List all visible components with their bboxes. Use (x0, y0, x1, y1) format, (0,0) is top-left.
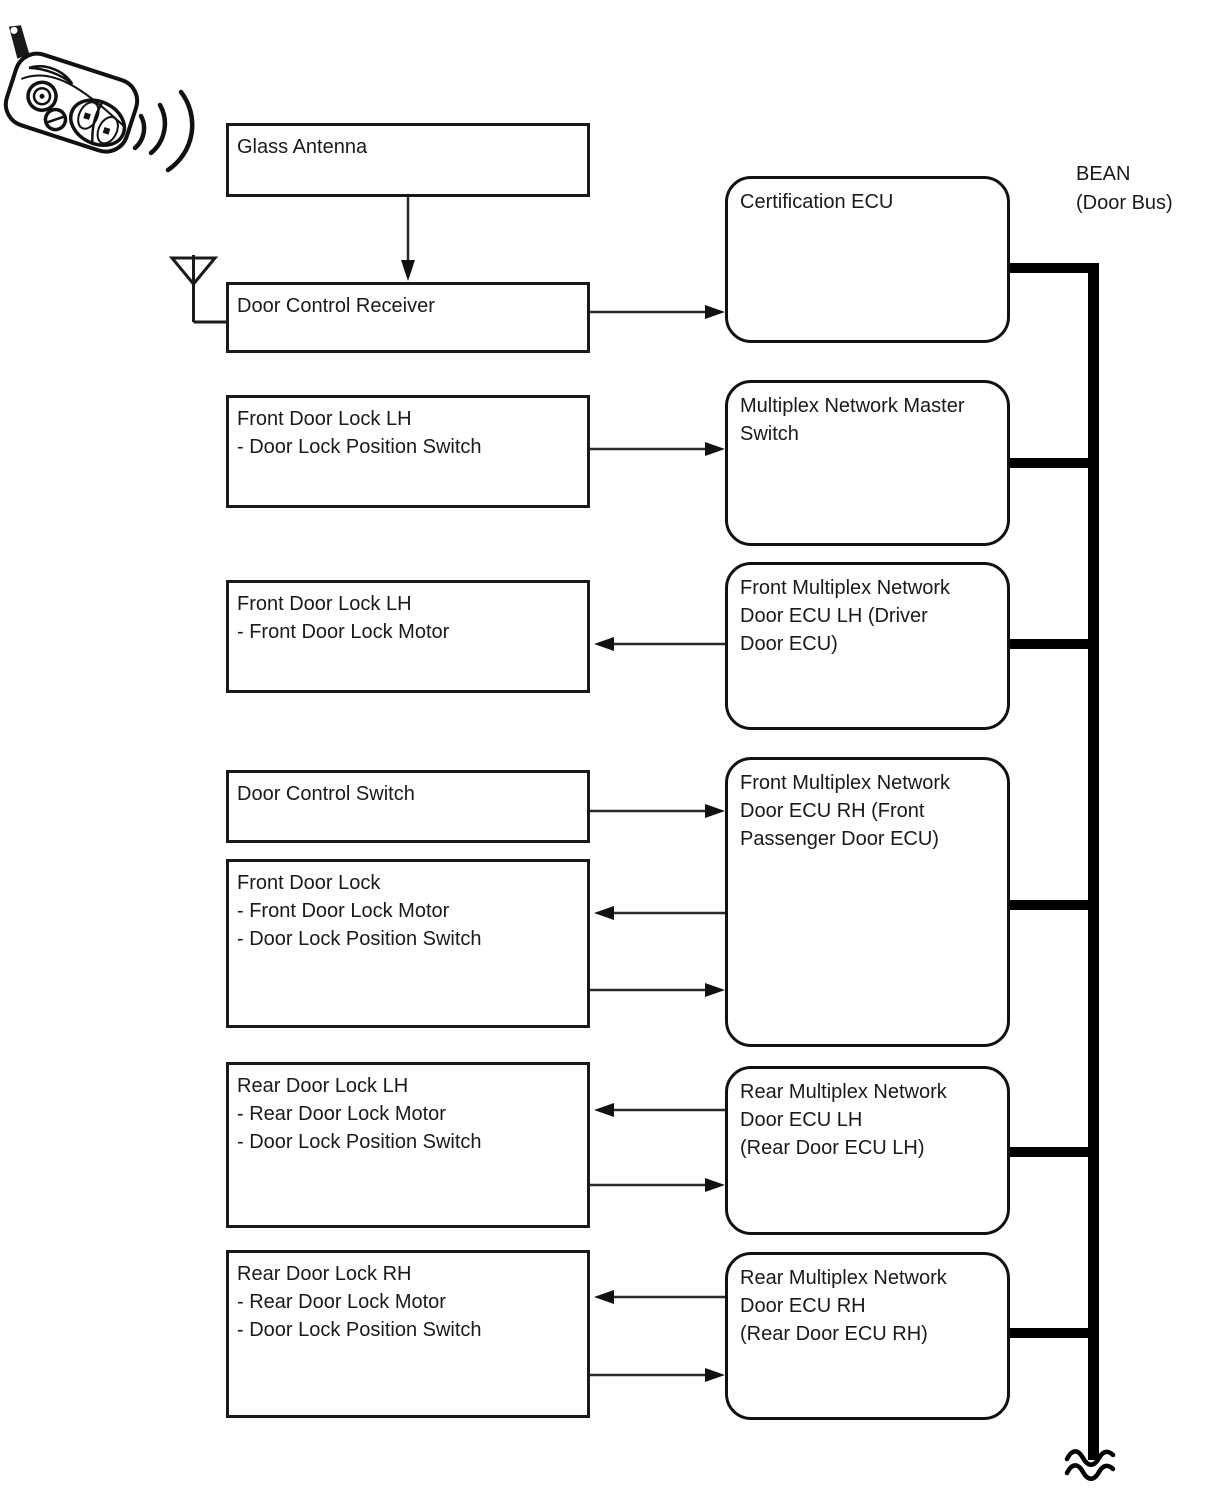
box-label-line: Rear Door Lock RH (237, 1263, 412, 1285)
box-front-door-lock-lh-motor: Front Door Lock LH - Front Door Lock Mot… (226, 580, 590, 693)
box-label-line: - Rear Door Lock Motor (237, 1291, 446, 1313)
box-certification-ecu: Certification ECU (725, 176, 1010, 343)
antenna-icon (168, 255, 227, 324)
arrow-front-ecu-rh-to-front-door-lock (594, 906, 725, 920)
arrow-rear-ecu-rh-to-rear-lock-rh (594, 1290, 725, 1304)
bus-break-icon (1064, 1449, 1116, 1481)
box-label-line: Rear Multiplex Network (740, 1267, 947, 1289)
box-label-line: Door ECU LH (740, 1109, 863, 1131)
box-label-line: Door ECU) (740, 633, 838, 655)
box-label-line: Glass Antenna (237, 136, 368, 158)
arrow-rear-ecu-lh-to-rear-lock-lh (594, 1103, 725, 1117)
box-label-line: - Rear Door Lock Motor (237, 1103, 446, 1125)
arrow-front-ecu-lh-to-lock-motor (594, 637, 725, 651)
box-front-multiplex-network-door-ecu-lh: Front Multiplex Network Door ECU LH (Dri… (725, 562, 1010, 730)
box-front-multiplex-network-door-ecu-rh: Front Multiplex Network Door ECU RH (Fro… (725, 757, 1010, 1047)
box-door-control-switch: Door Control Switch (226, 770, 590, 843)
box-label-line: Door ECU LH (Driver (740, 605, 928, 627)
arrow-glass-antenna-to-receiver (401, 197, 415, 281)
box-label-line: Front Door Lock (237, 872, 381, 894)
box-label-line: Rear Multiplex Network (740, 1081, 947, 1103)
box-label-line: - Door Lock Position Switch (237, 1131, 482, 1153)
box-label-line: Front Multiplex Network (740, 577, 951, 599)
arrow-rear-lock-lh-to-rear-ecu-lh (590, 1178, 725, 1192)
arrow-lock-lh-switch-to-master-switch (590, 442, 725, 456)
box-rear-multiplex-network-door-ecu-lh: Rear Multiplex Network Door ECU LH (Rear… (725, 1066, 1010, 1235)
box-label-line: (Rear Door ECU RH) (740, 1323, 928, 1345)
arrow-door-control-switch-to-front-ecu-rh (590, 804, 725, 818)
box-door-control-receiver: Door Control Receiver (226, 282, 590, 353)
box-label-line: - Door Lock Position Switch (237, 436, 482, 458)
bus-label-line: (Door Bus) (1076, 192, 1173, 214)
box-front-door-lock: Front Door Lock - Front Door Lock Motor … (226, 859, 590, 1028)
box-label-line: - Door Lock Position Switch (237, 1319, 482, 1341)
signal-arrows (401, 197, 725, 1382)
bean-door-bus (1007, 263, 1116, 1481)
box-label-line: Switch (740, 423, 799, 445)
box-label-line: - Door Lock Position Switch (237, 928, 482, 950)
arrow-receiver-to-certification-ecu (590, 305, 725, 319)
box-rear-door-lock-rh: Rear Door Lock RH - Rear Door Lock Motor… (226, 1250, 590, 1418)
box-label-line: Certification ECU (740, 191, 894, 213)
box-label-line: Door Control Receiver (237, 295, 435, 317)
bus-label-line: BEAN (1076, 163, 1131, 185)
box-label-line: Front Door Lock LH (237, 408, 412, 430)
box-label-line: Rear Door Lock LH (237, 1075, 409, 1097)
arrow-front-door-lock-to-front-ecu-rh (590, 983, 725, 997)
key-fob-icon (3, 25, 140, 154)
box-front-door-lock-lh-position-switch: Front Door Lock LH - Door Lock Position … (226, 395, 590, 508)
box-glass-antenna: Glass Antenna (226, 123, 590, 197)
box-label-line: Door Control Switch (237, 783, 415, 805)
box-label-line: - Front Door Lock Motor (237, 621, 450, 643)
box-multiplex-network-master-switch: Multiplex Network Master Switch (725, 380, 1010, 546)
box-label-line: (Rear Door ECU LH) (740, 1137, 925, 1159)
box-rear-multiplex-network-door-ecu-rh: Rear Multiplex Network Door ECU RH (Rear… (725, 1252, 1010, 1420)
box-label-line: Front Door Lock LH (237, 593, 412, 615)
arrow-rear-lock-rh-to-rear-ecu-rh (590, 1368, 725, 1382)
box-label-line: Multiplex Network Master (740, 395, 965, 417)
signal-waves-icon (132, 89, 195, 173)
bus-label: BEAN (Door Bus) (1076, 160, 1173, 218)
box-label-line: Door ECU RH (Front (740, 800, 925, 822)
box-label-line: Door ECU RH (740, 1295, 866, 1317)
box-label-line: - Front Door Lock Motor (237, 900, 450, 922)
box-label-line: Passenger Door ECU) (740, 828, 939, 850)
box-rear-door-lock-lh: Rear Door Lock LH - Rear Door Lock Motor… (226, 1062, 590, 1228)
box-label-line: Front Multiplex Network (740, 772, 951, 794)
